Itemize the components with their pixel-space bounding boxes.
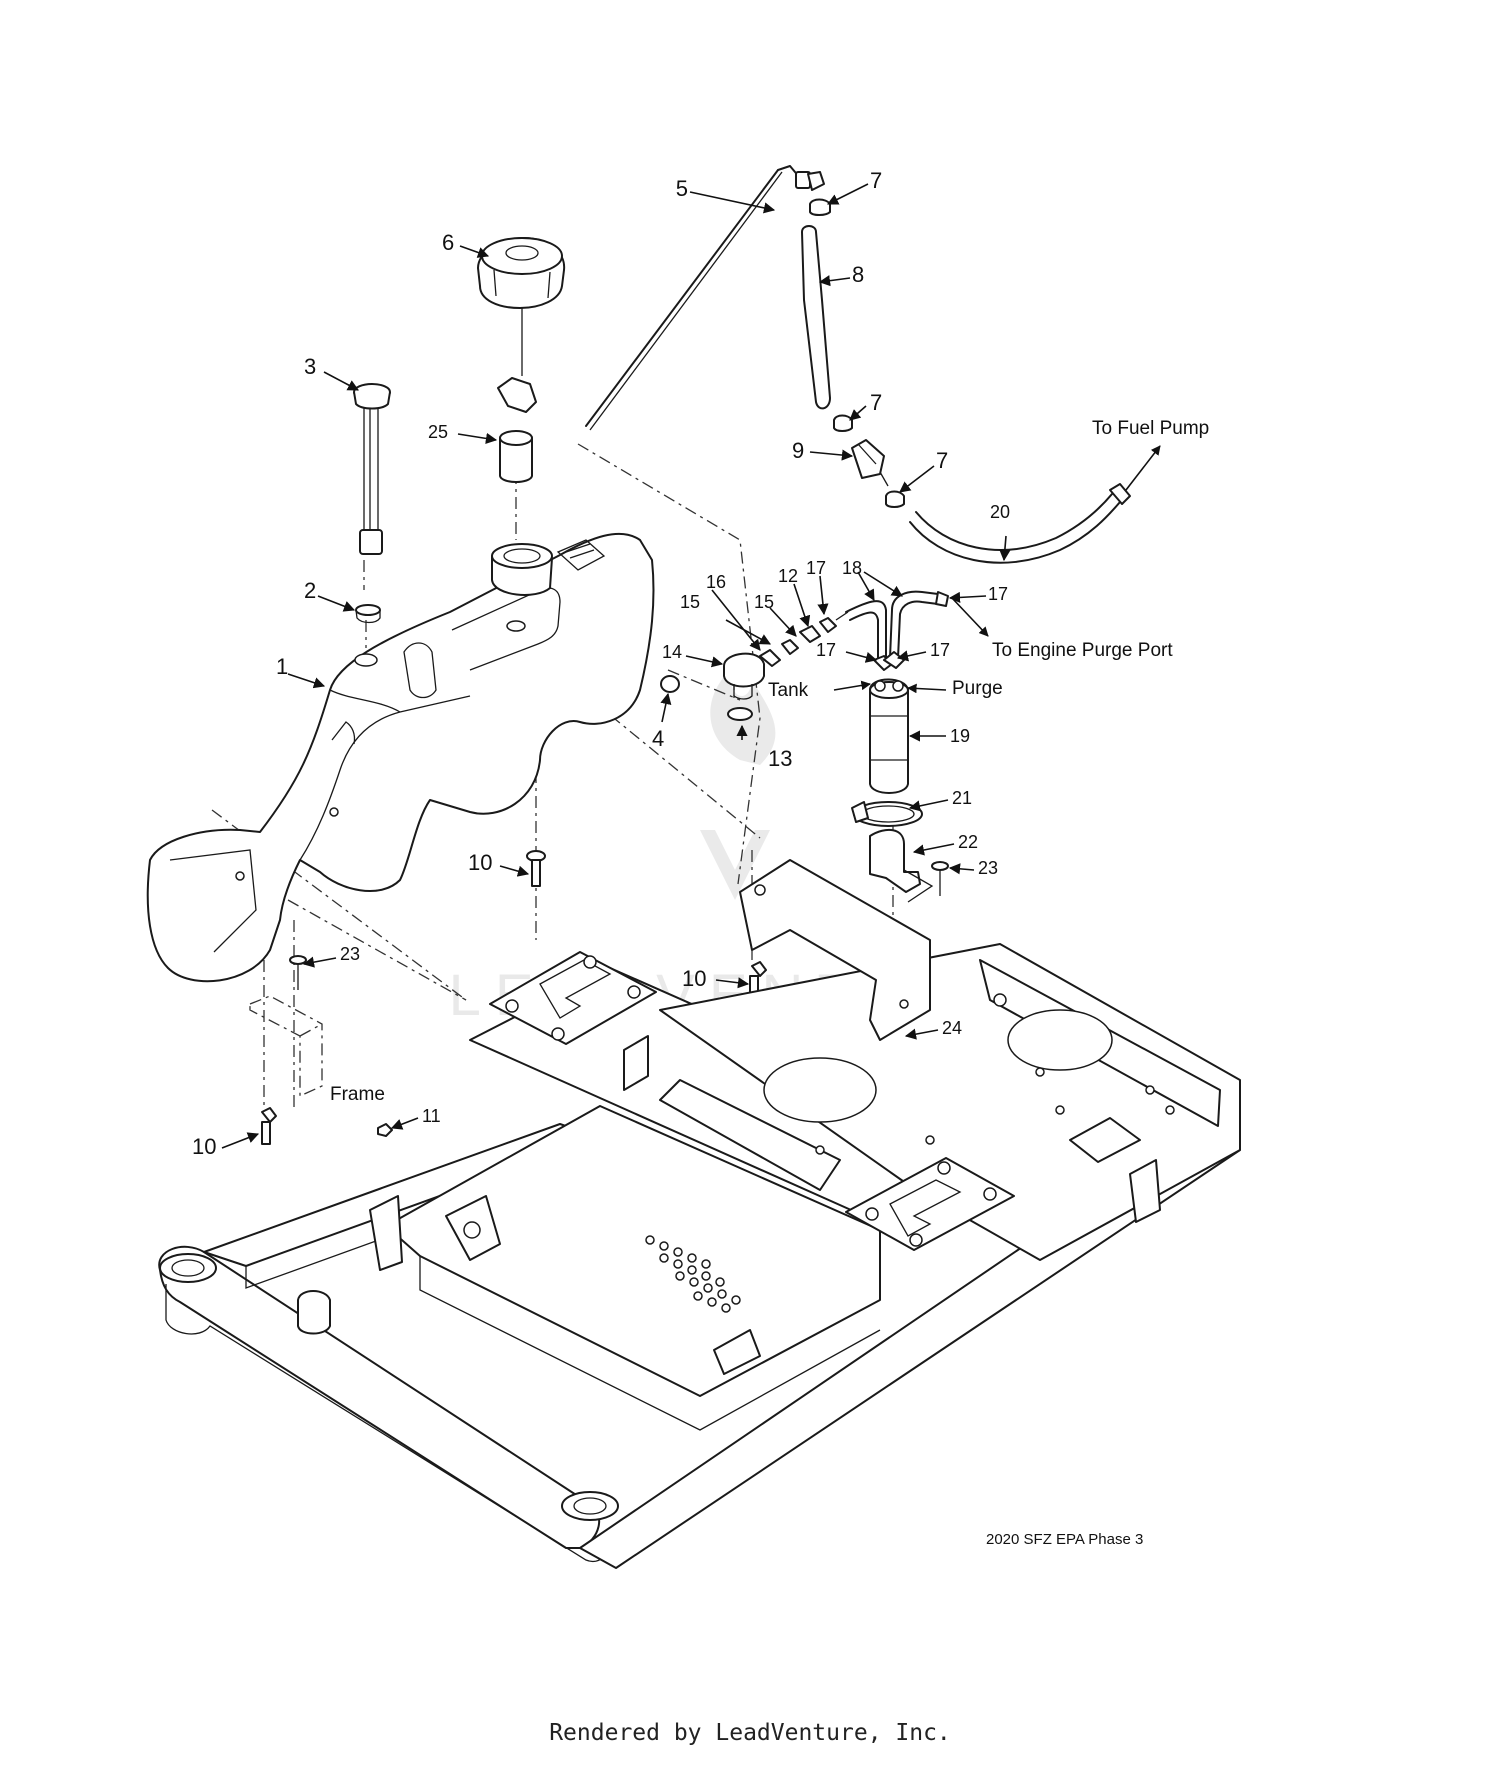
- fuel-tank: [146, 532, 655, 983]
- note-tank: Tank: [768, 680, 809, 701]
- callout-14: 14: [662, 642, 682, 662]
- callout-6: 6: [442, 230, 454, 255]
- callout-20: 20: [990, 502, 1010, 522]
- callout-17b: 17: [988, 584, 1008, 604]
- callout-23b: 23: [340, 944, 360, 964]
- fuel-sender: [353, 383, 391, 624]
- fuel-hose-assembly: [801, 198, 1131, 564]
- footer-text: Rendered by LeadVenture, Inc.: [549, 1720, 951, 1746]
- callout-7b: 7: [870, 390, 882, 415]
- callout-16: 16: [706, 572, 726, 592]
- mower-frame: [158, 859, 1241, 1569]
- gas-cap: [477, 237, 566, 483]
- diagram-notes: To Fuel Pump To Engine Purge Port Tank P…: [330, 418, 1209, 1105]
- diagram-title: 2020 SFZ EPA Phase 3: [986, 1531, 1143, 1548]
- charcoal-canister: [845, 590, 949, 903]
- callout-10c: 10: [192, 1134, 216, 1159]
- callout-15a: 15: [680, 592, 700, 612]
- valve-fittings: [660, 611, 849, 721]
- note-to-engine-purge-port: To Engine Purge Port: [992, 640, 1173, 661]
- callout-10a: 10: [468, 850, 492, 875]
- note-to-fuel-pump: To Fuel Pump: [1092, 418, 1209, 439]
- callout-numbers: 1 2 3 4 5 6 7 7 7 8 9 10 10 10 11 12 13 …: [192, 168, 1010, 1159]
- note-purge: Purge: [952, 678, 1003, 699]
- callout-17c: 17: [816, 640, 836, 660]
- callout-11: 11: [422, 1106, 441, 1126]
- callout-1: 1: [276, 654, 288, 679]
- callout-15b: 15: [754, 592, 774, 612]
- callout-10b: 10: [682, 966, 706, 991]
- callout-24: 24: [942, 1018, 962, 1038]
- callout-17a: 17: [806, 558, 826, 578]
- callout-25: 25: [428, 422, 448, 442]
- callout-21: 21: [952, 788, 972, 808]
- callout-13: 13: [768, 746, 792, 771]
- callout-9: 9: [792, 438, 804, 463]
- callout-3: 3: [304, 354, 316, 379]
- callout-17d: 17: [930, 640, 950, 660]
- callout-2: 2: [304, 578, 316, 603]
- callout-7a: 7: [870, 168, 882, 193]
- callout-7c: 7: [936, 448, 948, 473]
- vent-tube: [585, 165, 825, 431]
- leader-lines: [221, 183, 1161, 1149]
- callout-23a: 23: [978, 858, 998, 878]
- callout-5: 5: [676, 176, 688, 201]
- callout-12: 12: [778, 566, 798, 586]
- callout-22: 22: [958, 832, 978, 852]
- callout-8: 8: [852, 262, 864, 287]
- callout-19: 19: [950, 726, 970, 746]
- note-frame: Frame: [330, 1084, 385, 1105]
- callout-18: 18: [842, 558, 862, 578]
- callout-4: 4: [652, 726, 664, 751]
- deck-hole-pattern: [645, 1235, 741, 1313]
